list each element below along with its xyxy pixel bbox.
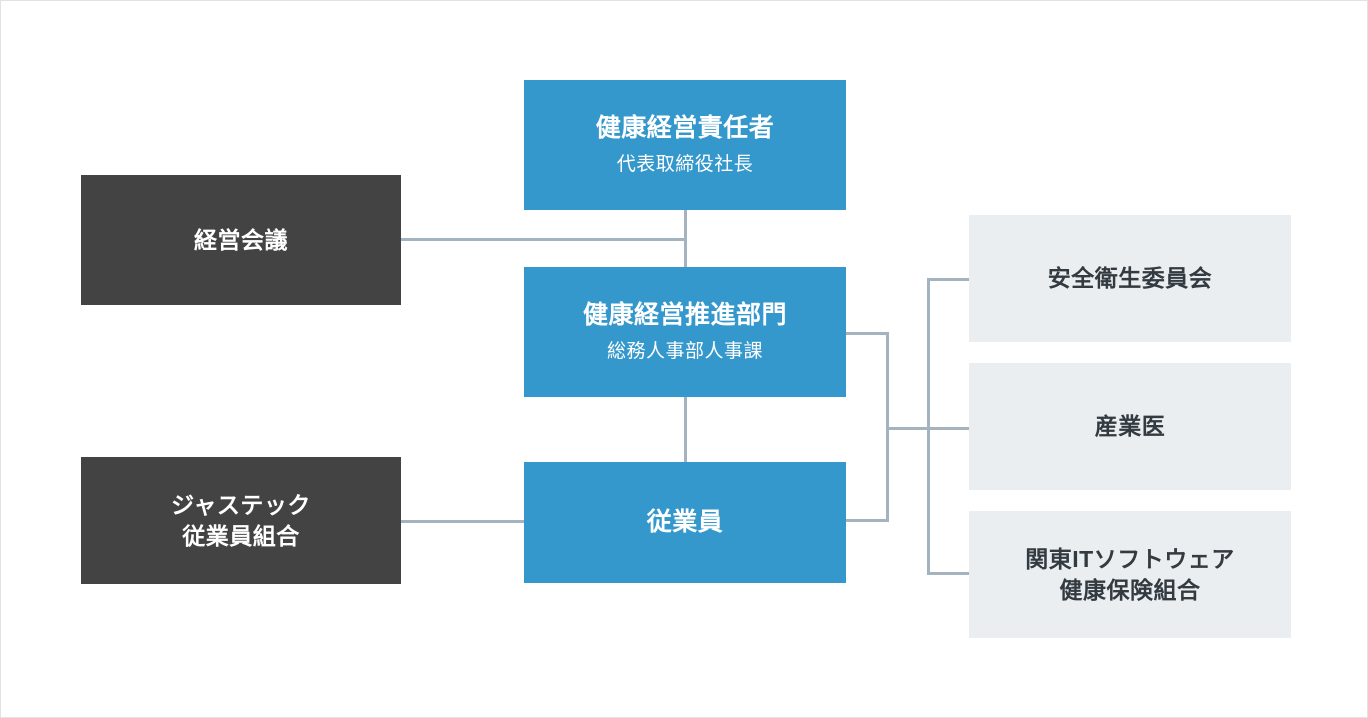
connector-outer-trunk [927,278,930,575]
node-occupational-physician[interactable]: 産業医 [969,363,1291,490]
node-title-line-2: 従業員組合 [182,522,300,549]
connector-to-health-insurance [927,572,969,575]
node-title: ジャステック 従業員組合 [171,490,311,551]
node-labor-union[interactable]: ジャステック 従業員組合 [81,457,401,584]
node-health-management-officer[interactable]: 健康経営責任者 代表取締役社長 [524,80,846,210]
node-title: 健康経営推進部門 [582,301,787,330]
node-title-line-1: ジャステック [171,492,311,519]
node-title: 従業員 [646,508,724,536]
connector-employees-stub [846,519,889,522]
node-management-meeting[interactable]: 経営会議 [81,175,401,305]
node-safety-health-committee[interactable]: 安全衛生委員会 [969,215,1291,342]
node-title: 健康経営責任者 [595,114,775,143]
node-title-line-2: 健康保険組合 [1059,576,1201,603]
node-subtitle: 総務人事部人事課 [606,341,763,363]
node-health-insurance-association[interactable]: 関東ITソフトウェア 健康保険組合 [969,511,1291,638]
node-employees[interactable]: 従業員 [524,462,846,583]
node-subtitle: 代表取締役社長 [616,154,754,176]
connector-labor-union [401,520,525,523]
connector-management-meeting [401,238,687,241]
node-title: 経営会議 [194,226,288,253]
connector-to-safety-committee [927,278,969,281]
node-title: 産業医 [1094,413,1166,440]
node-title: 関東ITソフトウェア 健康保険組合 [1025,544,1234,605]
connector-dept-to-employees [684,396,687,463]
node-title: 安全衛生委員会 [1047,265,1213,292]
node-health-promotion-department[interactable]: 健康経営推進部門 総務人事部人事課 [524,267,846,397]
connector-dept-stub [846,332,889,335]
node-title-line-1: 関東ITソフトウェア [1025,546,1235,573]
